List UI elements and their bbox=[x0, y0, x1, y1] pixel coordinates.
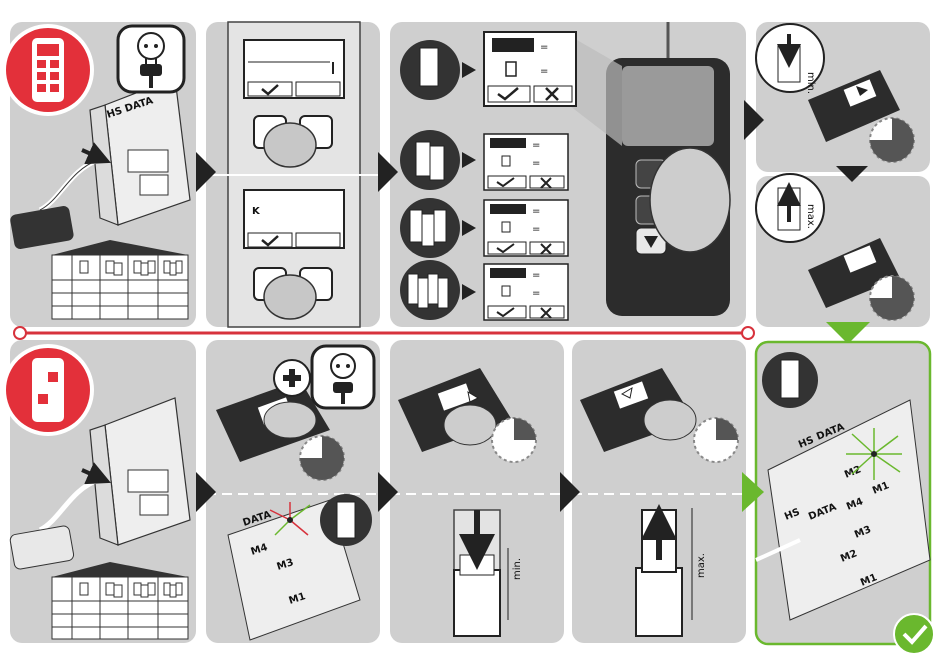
display-small-2: = = bbox=[484, 200, 568, 256]
display-equals-5: = bbox=[532, 206, 540, 217]
display-logo: K bbox=[252, 206, 261, 217]
display-equals-2: = bbox=[540, 66, 548, 77]
section-divider bbox=[14, 327, 754, 339]
receiver-icon bbox=[2, 344, 94, 436]
panel-top-3: = = bbox=[390, 22, 746, 327]
label-min-bottom: min. bbox=[512, 558, 523, 580]
panel-bottom-2: DATA M4 M3 M1 bbox=[206, 340, 380, 643]
power-plug-icon bbox=[118, 26, 184, 92]
arrow-down-green-icon bbox=[826, 322, 870, 344]
label-max-top: max. bbox=[805, 204, 816, 229]
display-equals-3: = bbox=[532, 140, 540, 151]
timer-3q-icon bbox=[870, 118, 914, 162]
panel-top-2: K bbox=[206, 22, 380, 327]
timer-3q-icon bbox=[300, 436, 344, 480]
timer-3q-icon bbox=[870, 276, 914, 320]
display-equals-4: = bbox=[532, 158, 540, 169]
display-small-1: = = bbox=[484, 134, 568, 190]
mode-table-bottom bbox=[52, 562, 188, 639]
plus-icon bbox=[274, 360, 310, 396]
power-plug-icon bbox=[312, 346, 374, 408]
timer-1q-icon bbox=[492, 418, 536, 462]
display-equals-7: = bbox=[532, 270, 540, 281]
success-check-icon bbox=[894, 614, 934, 654]
mode-table-top bbox=[52, 240, 188, 319]
display-equals-1: = bbox=[540, 42, 548, 53]
display-small-3: = = bbox=[484, 264, 568, 320]
timer-1q-icon bbox=[694, 418, 738, 462]
display-detail-top: = = bbox=[484, 32, 576, 106]
panel-bottom-4: max. bbox=[572, 340, 746, 643]
display-equals-6: = bbox=[532, 224, 540, 235]
label-max-bottom: max. bbox=[696, 553, 707, 578]
panel-top-4: min. max. bbox=[756, 22, 930, 327]
panel-bottom-3: min. bbox=[390, 340, 564, 643]
handheld-remote-icon bbox=[2, 24, 94, 116]
single-block-icon bbox=[320, 494, 372, 546]
label-min-top: min. bbox=[805, 72, 816, 94]
single-block-icon bbox=[762, 352, 818, 408]
panel-bottom-5-success: HS DATA M2 M1 HS DATA M4 M3 M2 M1 bbox=[756, 342, 934, 654]
display-equals-8: = bbox=[532, 288, 540, 299]
